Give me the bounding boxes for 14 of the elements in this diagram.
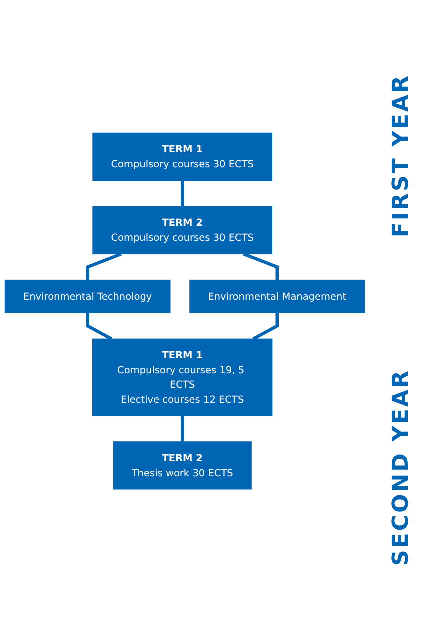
connector <box>180 180 184 207</box>
node-box: TERM 2 Compulsory courses 30 ECTS <box>92 206 273 255</box>
year-label: SECOND YEAR <box>388 368 414 566</box>
node-box: TERM 2 Thesis work 30 ECTS <box>113 442 252 490</box>
connector <box>180 416 184 442</box>
node-box: Environmental Technology <box>4 280 171 314</box>
connector <box>86 313 113 341</box>
connector <box>252 313 279 341</box>
connector <box>243 252 279 280</box>
node-box: Environmental Management <box>190 280 366 314</box>
node-box: TERM 1 Compulsory courses 19, 5 ECTS Elective courses 12 ECTS <box>92 338 273 416</box>
year-label: FIRST YEAR <box>388 74 414 238</box>
connector <box>86 252 122 280</box>
node-box: TERM 1 Compulsory courses 30 ECTS <box>92 133 273 182</box>
